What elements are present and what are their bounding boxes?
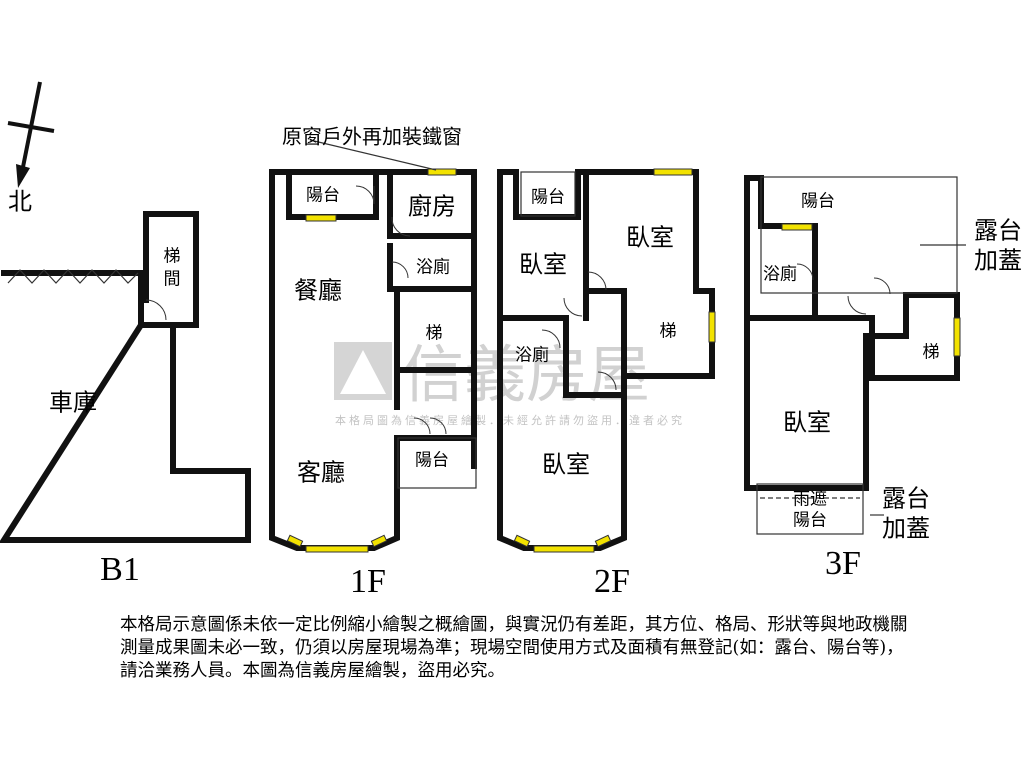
note-3f-bottom-terrace-2: 加蓋 [882,515,930,543]
room-1f-balcony-top: 陽台 [306,186,340,206]
room-2f-bedroom-main: 臥室 [542,451,590,479]
room-1f-dining: 餐廳 [294,277,342,305]
room-2f-bedroom-top: 臥室 [626,224,674,252]
room-3f-stairs: 梯 [923,343,940,363]
room-1f-bath: 浴廁 [416,257,450,278]
room-2f-bath: 浴廁 [515,345,549,366]
room-1f-stairs: 梯 [426,324,443,344]
note-iron-window: 原窗戶外再加裝鐵窗 [282,125,462,149]
floor-b1: 車庫 梯 間 B1 [0,211,251,588]
room-3f-canopy-2: 陽台 [793,511,827,531]
room-3f-balcony-top: 陽台 [801,192,835,212]
floor-label-b1: B1 [100,551,140,588]
floor-label-1f: 1F [350,563,386,600]
room-1f-living: 客廳 [297,459,345,487]
floor-label-3f: 3F [825,545,861,582]
floor-3f: 陽台 浴廁 梯 臥室 雨遮 陽台 露台 加蓋 露台 加蓋 3F [744,175,1022,582]
room-1f-kitchen: 廚房 [408,193,456,221]
room-3f-bedroom: 臥室 [783,409,831,437]
room-2f-balcony: 陽台 [531,188,565,208]
watermark-notice: 本格局圖為信義房屋繪製．未經允許請勿盜用．違者必究 [335,413,685,427]
floor-2f: 陽台 臥室 臥室 梯 浴廁 臥室 2F [497,168,716,600]
room-stair-hall-2: 間 [164,270,181,290]
watermark-brand: 信義房屋 [402,338,650,411]
brand-logo-icon [334,342,392,400]
note-3f-bottom-terrace-1: 露台 [882,485,930,513]
watermark: 信義房屋 本格局圖為信義房屋繪製．未經允許請勿盜用．違者必究 [334,338,685,427]
floor-1f: 原窗戶外再加裝鐵窗 陽台 廚房 餐廳 浴廁 梯 客廳 陽台 1F [269,125,477,600]
floor-label-2f: 2F [594,563,630,600]
room-1f-balcony-side: 陽台 [415,451,449,471]
room-3f-bath: 浴廁 [763,264,797,285]
north-arrow: 北 [7,81,55,216]
disclaimer-text: 本格局示意圖係未依一定比例縮小繪製之概繪圖，與實況仍有差距，其方位、格局、形狀等… [120,615,908,681]
room-3f-canopy-1: 雨遮 [793,490,827,510]
room-2f-stairs: 梯 [660,322,677,342]
note-3f-terrace-2: 加蓋 [974,247,1022,275]
north-label: 北 [8,188,32,216]
room-stair-hall-1: 梯 [164,247,181,267]
note-3f-terrace-1: 露台 [974,217,1022,245]
room-garage: 車庫 [49,389,97,417]
room-2f-bedroom-small: 臥室 [519,251,567,279]
